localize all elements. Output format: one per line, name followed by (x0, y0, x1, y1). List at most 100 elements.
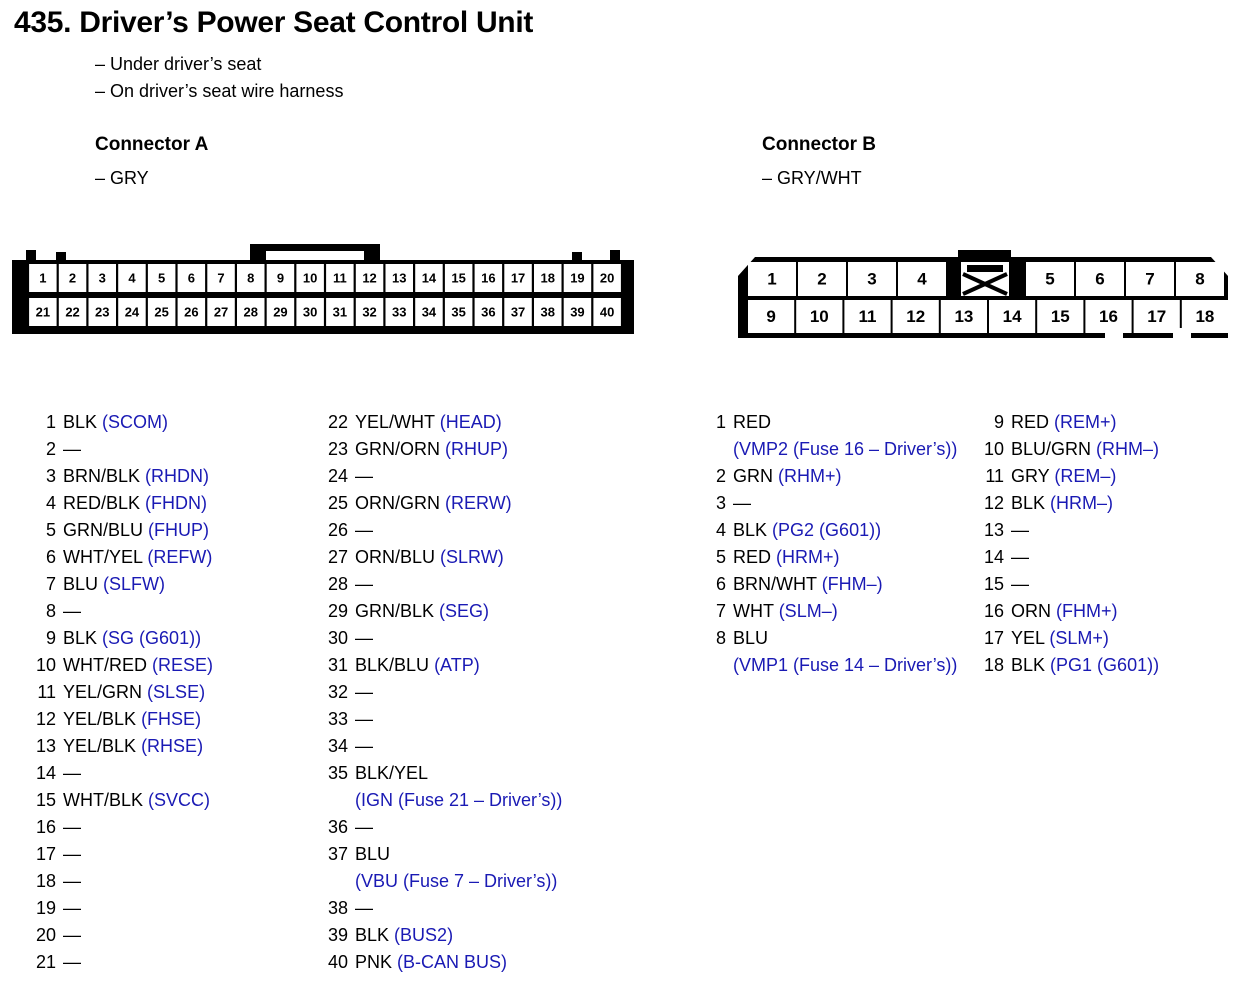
connector-a-pin-27-cell (207, 298, 235, 326)
connector-b-signal-name: (SLM+) (1049, 628, 1109, 648)
connector-a-pin-value: — (355, 736, 373, 756)
connector-a-wire-color: ORN/GRN (355, 493, 440, 513)
connector-b-pin-number: 14 (983, 547, 1004, 567)
connector-a-pin-32-number: 32 (362, 304, 376, 319)
connector-a-pin-20-cell (593, 264, 621, 292)
connector-a-pin-number: 3 (45, 466, 56, 486)
connector-a-pin-number: 35 (327, 763, 348, 783)
connector-a-row: 30— (322, 625, 612, 652)
connector-a-pin-number: 39 (327, 925, 348, 945)
connector-b-pin-8-number: 8 (1195, 269, 1204, 288)
connector-b-pin-number: 10 (983, 439, 1004, 459)
connector-a-empty-dash: — (63, 952, 81, 972)
connector-b-signal-name-wrapped: (VMP2 (Fuse 16 – Driver’s)) (733, 439, 958, 459)
connector-b-pin-value: BLK (PG2 (G601)) (733, 520, 881, 540)
connector-a-pin-15-number: 15 (451, 270, 465, 285)
connector-a-empty-dash: — (355, 898, 373, 918)
connector-a-row: 36— (322, 814, 612, 841)
connector-b-signal-name: (PG2 (G601)) (772, 520, 882, 540)
connector-b-row: 13— (978, 517, 1233, 544)
location-note-under-seat: – Under driver’s seat (95, 54, 262, 74)
connector-a-pin-29-number: 29 (273, 304, 287, 319)
connector-a-pin-25-cell (147, 298, 176, 326)
connector-a-pin-value: — (63, 952, 81, 972)
connector-a-signal-name: (HEAD) (439, 412, 502, 432)
connector-b-signal-name: (FHM+) (1056, 601, 1118, 621)
connector-a-pin-number: 11 (37, 682, 56, 702)
connector-a-pin-number: 21 (35, 952, 56, 972)
connector-a-wire-color: WHT/BLK (63, 790, 144, 810)
connector-a-pin-number: 4 (45, 493, 56, 513)
connector-a-pin-value: WHT/YEL (REFW) (63, 547, 212, 567)
connector-a-pin-28-cell (237, 298, 265, 326)
connector-a-pin-29-cell (266, 298, 295, 326)
connector-a-pin-23-number: 23 (95, 304, 109, 319)
connector-a-pin-22-cell (58, 298, 87, 326)
connector-a-empty-dash: — (63, 817, 81, 837)
connector-b-pin-3-cell (848, 262, 896, 296)
connector-b-wire-color: ORN (1011, 601, 1051, 621)
connector-b-pin-number: 9 (993, 412, 1004, 432)
connector-a-pin-1-number: 1 (39, 270, 46, 285)
connector-b-pin-number: 15 (983, 574, 1004, 594)
connector-a-pin-27-number: 27 (214, 304, 228, 319)
connector-a-pin-value: YEL/GRN (SLSE) (63, 682, 205, 702)
connector-a-wire-color: YEL/WHT (355, 412, 435, 432)
location-note-wire-harness: – On driver’s seat wire harness (95, 81, 344, 101)
connector-a-pin-number: 14 (35, 763, 56, 783)
connector-a-pin-14-cell (415, 264, 443, 292)
connector-a-pin-40-cell (593, 298, 621, 326)
connector-a-pin-value: PNK (B-CAN BUS) (355, 952, 507, 972)
connector-a-empty-dash: — (355, 574, 373, 594)
connector-a-pin-21-number: 21 (36, 304, 50, 319)
connector-a-pin-value: BLK (BUS2) (355, 925, 453, 945)
connector-a-pin-4-cell (118, 264, 146, 292)
connector-a-pin-33-cell (385, 298, 413, 326)
connector-b-pin-1-cell (748, 262, 796, 296)
connector-b-pin-3-number: 3 (867, 269, 876, 288)
connector-a-wire-color: WHT/RED (63, 655, 147, 675)
connector-a-pin-number: 25 (327, 493, 348, 513)
connector-a-row: 33— (322, 706, 612, 733)
connector-b-pin-value: — (733, 493, 751, 513)
connector-b-pin-5-number: 5 (1045, 269, 1054, 288)
connector-a-pin-value: BLK/YEL (355, 763, 428, 783)
connector-b-pin-value: — (1011, 574, 1029, 594)
connector-a-pin-37-number: 37 (511, 304, 525, 319)
connector-a-pin-19-number: 19 (570, 270, 584, 285)
connector-b-signal-name: (RHM+) (778, 466, 842, 486)
connector-b-pin-14-number: 14 (1003, 307, 1022, 326)
connector-a-pin-38-cell (534, 298, 562, 326)
connector-a-empty-dash: — (355, 709, 373, 729)
connector-b-wire-color: GRN (733, 466, 773, 486)
connector-b-pin-11-cell (844, 300, 891, 333)
connector-b-signal-name: (HRM+) (776, 547, 840, 567)
connector-b-wire-color: RED (733, 547, 772, 567)
connector-a-pin-39-cell (563, 298, 592, 326)
connector-a-pin-3-cell (88, 264, 116, 292)
connector-b-pin-18-cell (1181, 300, 1228, 333)
connector-a-pin-value: ORN/GRN (RERW) (355, 493, 512, 513)
connector-a-pin-number: 2 (45, 439, 56, 459)
connector-a-pin-4-number: 4 (128, 270, 136, 285)
connector-a-row: 21 — (30, 949, 305, 976)
connector-a-pin-number: 36 (327, 817, 348, 837)
connector-b-signal-name: (REM+) (1054, 412, 1117, 432)
connector-a-signal-name: (SG (G601)) (102, 628, 202, 648)
connector-a-wire-color: BLU (355, 844, 391, 864)
connector-a-row: 34— (322, 733, 612, 760)
connector-b-pin-16-cell (1085, 300, 1132, 333)
connector-a-pin-22-number: 22 (65, 304, 79, 319)
connector-a-wire-color: BLK (63, 628, 98, 648)
connector-b-pin-value: ORN (FHM+) (1011, 601, 1118, 621)
connector-a-pin-number: 40 (327, 952, 348, 972)
connector-a-pin-value: — (355, 628, 373, 648)
